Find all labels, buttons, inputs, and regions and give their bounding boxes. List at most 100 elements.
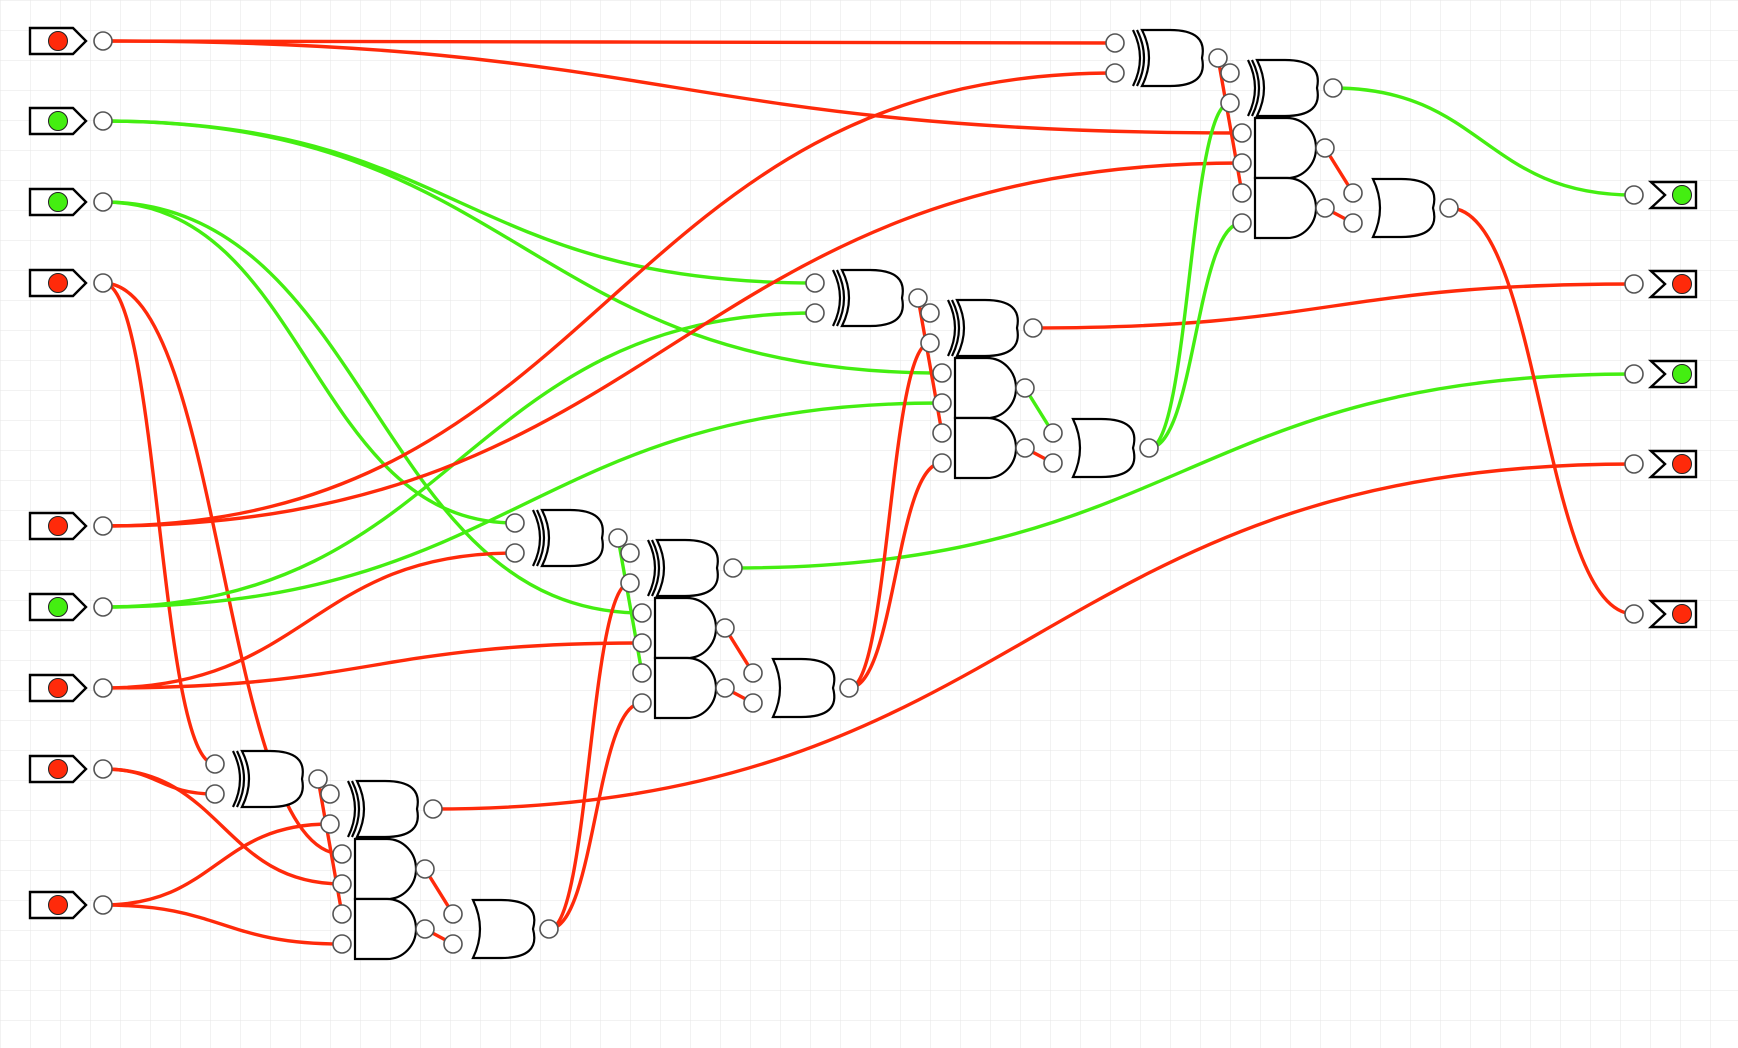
input-port-5[interactable] [93,597,113,617]
xor-gate-2a-in-a[interactable] [805,273,825,293]
or-gate-2-in-b[interactable] [1043,453,1063,473]
xor-gate-0b-in-a[interactable] [320,784,340,804]
input-toggle-8[interactable] [28,890,88,920]
and-gate-3-bottom[interactable] [1253,176,1318,240]
input-port-4[interactable] [93,516,113,536]
input-toggle-1[interactable] [28,106,88,136]
xor-gate-1b-in-a[interactable] [620,543,640,563]
and-gate-2-bottom-in-b[interactable] [932,453,952,473]
or-gate-3-in-a[interactable] [1343,183,1363,203]
xor-gate-0a-in-a[interactable] [205,754,225,774]
output-port-1[interactable] [1624,274,1644,294]
or-gate-1[interactable] [771,657,836,719]
input-toggle-5[interactable] [28,592,88,622]
or-gate-0-out[interactable] [539,919,559,939]
and-gate-3-top-out[interactable] [1315,138,1335,158]
output-port-4[interactable] [1624,604,1644,624]
xor-gate-0a-out[interactable] [308,769,328,789]
and-gate-0-bottom-out[interactable] [415,919,435,939]
and-gate-0-bottom-in-a[interactable] [332,904,352,924]
input-toggle-2[interactable] [28,187,88,217]
and-gate-2-bottom-out[interactable] [1015,438,1035,458]
xor-gate-0b-out[interactable] [423,799,443,819]
xor-gate-3b-in-a[interactable] [1220,63,1240,83]
or-gate-1-in-b[interactable] [743,693,763,713]
or-gate-3[interactable] [1371,177,1436,239]
output-port-2[interactable] [1624,364,1644,384]
xor-gate-0b-in-b[interactable] [320,814,340,834]
and-gate-2-top-in-a[interactable] [932,363,952,383]
output-port-3[interactable] [1624,454,1644,474]
or-gate-3-in-b[interactable] [1343,213,1363,233]
and-gate-1-bottom-out[interactable] [715,678,735,698]
xor-gate-1a-out[interactable] [608,528,628,548]
and-gate-3-top-in-a[interactable] [1232,123,1252,143]
xor-gate-0b[interactable] [347,779,419,839]
or-gate-1-in-a[interactable] [743,663,763,683]
and-gate-0-bottom[interactable] [353,897,418,961]
and-gate-1-bottom-in-b[interactable] [632,693,652,713]
xor-gate-2a-in-b[interactable] [805,303,825,323]
xor-gate-3b-out[interactable] [1323,78,1343,98]
and-gate-3-top[interactable] [1253,116,1318,180]
and-gate-0-top-in-b[interactable] [332,874,352,894]
and-gate-2-top-in-b[interactable] [932,393,952,413]
or-gate-2-out[interactable] [1139,438,1159,458]
xor-gate-3a[interactable] [1132,28,1204,88]
or-gate-0[interactable] [471,898,536,960]
input-port-6[interactable] [93,678,113,698]
xor-gate-2b-in-b[interactable] [920,333,940,353]
input-port-7[interactable] [93,759,113,779]
and-gate-3-bottom-in-a[interactable] [1232,183,1252,203]
input-toggle-4[interactable] [28,511,88,541]
or-gate-3-out[interactable] [1439,198,1459,218]
and-gate-0-top-out[interactable] [415,859,435,879]
input-toggle-0[interactable] [28,26,88,56]
and-gate-2-top[interactable] [953,356,1018,420]
or-gate-0-in-b[interactable] [443,934,463,954]
output-port-0[interactable] [1624,185,1644,205]
and-gate-0-top-in-a[interactable] [332,844,352,864]
xor-gate-2a-out[interactable] [908,288,928,308]
xor-gate-2b-in-a[interactable] [920,303,940,323]
input-toggle-3[interactable] [28,268,88,298]
and-gate-2-bottom-in-a[interactable] [932,423,952,443]
xor-gate-3b[interactable] [1247,58,1319,118]
xor-gate-1a[interactable] [532,508,604,568]
xor-gate-1a-in-b[interactable] [505,543,525,563]
xor-gate-3a-out[interactable] [1208,48,1228,68]
or-gate-0-in-a[interactable] [443,904,463,924]
xor-gate-3b-in-b[interactable] [1220,93,1240,113]
xor-gate-3a-in-b[interactable] [1105,63,1125,83]
input-port-2[interactable] [93,192,113,212]
xor-gate-0a-in-b[interactable] [205,784,225,804]
input-port-8[interactable] [93,895,113,915]
xor-gate-2b[interactable] [947,298,1019,358]
and-gate-3-top-in-b[interactable] [1232,153,1252,173]
or-gate-2-in-a[interactable] [1043,423,1063,443]
or-gate-1-out[interactable] [839,678,859,698]
and-gate-1-top-in-b[interactable] [632,633,652,653]
xor-gate-3a-in-a[interactable] [1105,33,1125,53]
xor-gate-0a[interactable] [232,749,304,809]
input-port-1[interactable] [93,111,113,131]
input-port-3[interactable] [93,273,113,293]
and-gate-0-bottom-in-b[interactable] [332,934,352,954]
input-port-0[interactable] [93,31,113,51]
input-toggle-7[interactable] [28,754,88,784]
xor-gate-1b[interactable] [647,538,719,598]
xor-gate-2a[interactable] [832,268,904,328]
and-gate-3-bottom-in-b[interactable] [1232,213,1252,233]
xor-gate-1a-in-a[interactable] [505,513,525,533]
xor-gate-2b-out[interactable] [1023,318,1043,338]
input-toggle-6[interactable] [28,673,88,703]
xor-gate-1b-out[interactable] [723,558,743,578]
and-gate-1-top-out[interactable] [715,618,735,638]
and-gate-3-bottom-out[interactable] [1315,198,1335,218]
and-gate-0-top[interactable] [353,837,418,901]
and-gate-1-top[interactable] [653,596,718,660]
and-gate-1-bottom[interactable] [653,656,718,720]
and-gate-2-top-out[interactable] [1015,378,1035,398]
and-gate-1-bottom-in-a[interactable] [632,663,652,683]
